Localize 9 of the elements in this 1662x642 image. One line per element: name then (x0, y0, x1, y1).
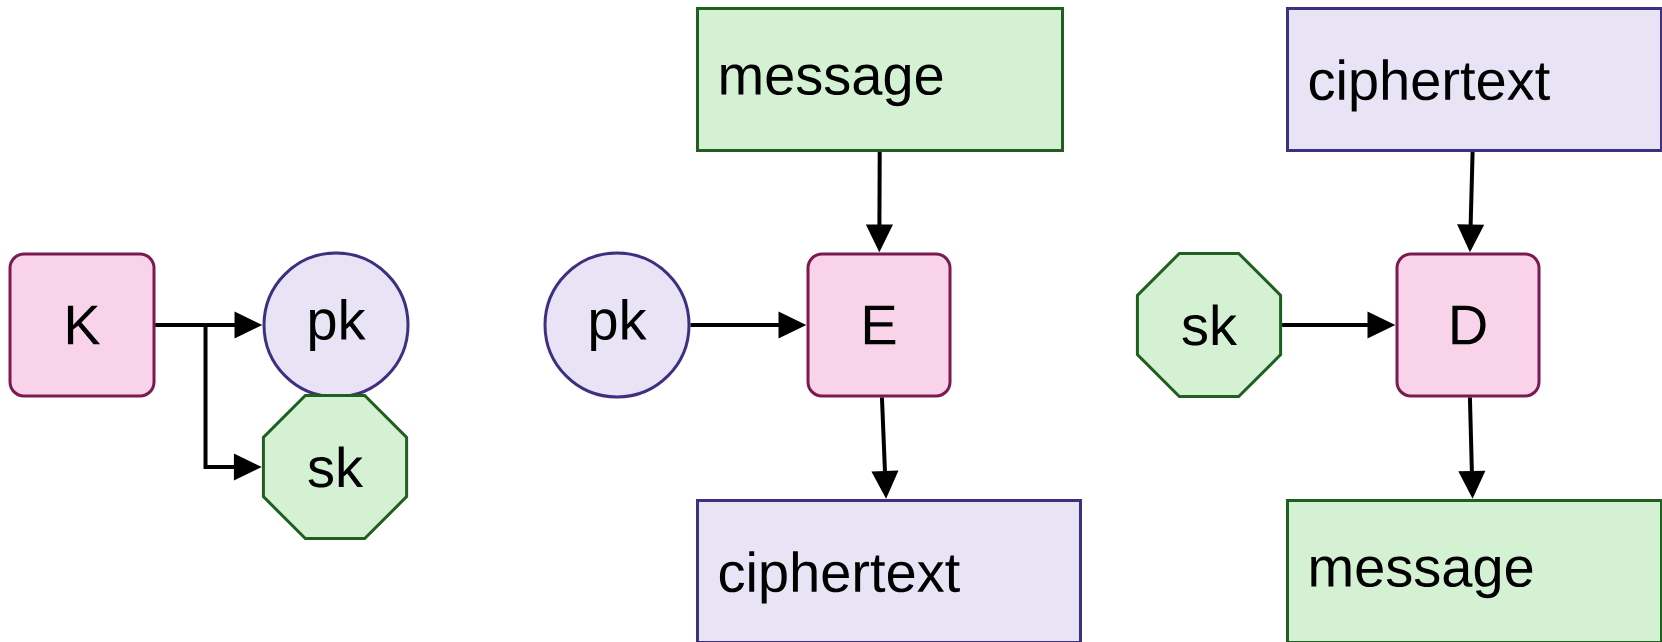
data-box: ciphertext (1286, 7, 1662, 152)
process-box: D (1395, 252, 1541, 398)
data-box: ciphertext (696, 499, 1082, 642)
data-box: message (696, 7, 1064, 152)
process-box: E (806, 252, 952, 398)
data-box: message (1286, 499, 1662, 642)
key-octagon: sk (1135, 251, 1283, 399)
process-box: K (8, 252, 156, 398)
key-octagon: sk (261, 393, 409, 541)
